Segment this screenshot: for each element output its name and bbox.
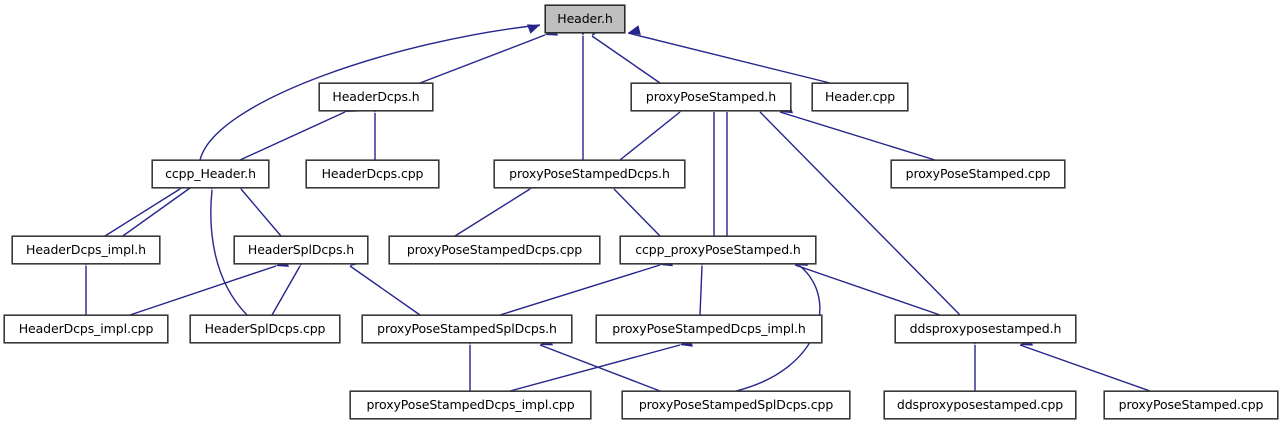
graph-edge <box>239 111 346 161</box>
graph-edge-arrowhead <box>527 24 540 34</box>
graph-node-label: Header.h <box>557 10 613 26</box>
graph-node-label: HeaderSplDcps.h <box>247 241 355 257</box>
graph-edge-arrowhead <box>628 25 641 35</box>
graph-edge <box>129 265 277 316</box>
graph-node-label: Header.cpp <box>824 88 896 104</box>
graph-edge <box>419 34 546 84</box>
graph-edge <box>499 264 661 316</box>
graph-edge <box>271 265 301 316</box>
graph-edge <box>199 24 541 161</box>
graph-node-headerdcps-impl-h[interactable]: HeaderDcps_impl.h <box>12 236 160 264</box>
graph-node-label: proxyPoseStampedDcps.h <box>509 165 670 181</box>
graph-edge <box>349 265 421 316</box>
graph-node-headerdcps-h[interactable]: HeaderDcps.h <box>319 83 433 111</box>
graph-edge <box>240 188 282 237</box>
graph-node-label: ccpp_Header.h <box>165 165 256 181</box>
graph-node-label: HeaderDcps_impl.cpp <box>18 320 154 336</box>
graph-node-label: proxyPoseStampedSplDcps.h <box>377 320 557 336</box>
graph-edge <box>210 189 248 316</box>
graph-edge <box>619 111 681 161</box>
graph-node-ddsproxyposestamped-h[interactable]: ddsproxyposestamped.h <box>895 315 1076 343</box>
graph-node-proxyposestampeddcps-cpp[interactable]: proxyPoseStampedDcps.cpp <box>389 236 600 264</box>
graph-node-header-h[interactable]: Header.h <box>545 5 625 33</box>
graph-node-proxyposestampedspldcps-h[interactable]: proxyPoseStampedSplDcps.h <box>362 315 572 343</box>
graph-node-headerdcps-impl-cpp[interactable]: HeaderDcps_impl.cpp <box>4 315 168 343</box>
graph-node-label: proxyPoseStampedSplDcps.cpp <box>638 396 834 412</box>
graph-edge <box>1019 344 1151 392</box>
graph-node-label: HeaderDcps_impl.h <box>26 241 146 257</box>
graph-node-proxyposestamped-cpp-top[interactable]: proxyPoseStamped.cpp <box>891 160 1065 188</box>
graph-node-headerspldcps-cpp[interactable]: HeaderSplDcps.cpp <box>190 315 340 343</box>
graph-node-label: ddsproxyposestamped.h <box>909 320 1062 336</box>
graph-node-label: HeaderDcps.cpp <box>321 165 424 181</box>
graph-node-ccpp-proxyposestamped-h[interactable]: ccpp_proxyPoseStamped.h <box>620 236 816 264</box>
graph-node-label: proxyPoseStamped.cpp <box>1118 396 1264 412</box>
graph-edge <box>454 188 531 237</box>
graph-edge <box>509 344 681 392</box>
graph-node-label: HeaderSplDcps.cpp <box>204 320 326 336</box>
graph-node-label: proxyPoseStampedDcps_impl.h <box>612 320 806 336</box>
graph-node-proxyposestamped-cpp-bottom[interactable]: proxyPoseStamped.cpp <box>1104 391 1278 419</box>
graph-node-label: proxyPoseStampedDcps_impl.cpp <box>366 396 575 412</box>
graph-edge <box>104 188 181 237</box>
graph-edge <box>759 111 961 316</box>
graph-edge <box>591 35 661 84</box>
graph-node-label: proxyPoseStamped.cpp <box>905 165 1051 181</box>
graph-node-proxyposestampeddcps-h[interactable]: proxyPoseStampedDcps.h <box>494 160 685 188</box>
graph-edge <box>613 188 661 237</box>
graph-node-proxyposestamped-h[interactable]: proxyPoseStamped.h <box>631 83 791 111</box>
graph-node-proxyposestampeddcps-impl-h[interactable]: proxyPoseStampedDcps_impl.h <box>596 315 822 343</box>
graph-edge <box>627 32 831 84</box>
graph-node-label: proxyPoseStampedDcps.cpp <box>406 241 583 257</box>
graph-node-ccpp-header-h[interactable]: ccpp_Header.h <box>152 160 269 188</box>
graph-node-proxyposestampeddcps-impl-cpp[interactable]: proxyPoseStampedDcps_impl.cpp <box>350 391 591 419</box>
graph-edge <box>699 265 703 316</box>
graph-node-label: HeaderDcps.h <box>332 88 420 104</box>
graph-node-label: ddsproxyposestamped.cpp <box>896 396 1064 412</box>
graph-node-headerspldcps-h[interactable]: HeaderSplDcps.h <box>234 236 368 264</box>
graph-node-ddsproxyposestamped-cpp[interactable]: ddsproxyposestamped.cpp <box>884 391 1076 419</box>
graph-node-label: proxyPoseStamped.h <box>645 88 777 104</box>
graph-edge <box>539 344 661 392</box>
graph-node-proxyposestampedspldcps-cpp[interactable]: proxyPoseStampedSplDcps.cpp <box>622 391 850 419</box>
graph-node-label: ccpp_proxyPoseStamped.h <box>635 241 801 257</box>
graph-edge <box>779 111 936 161</box>
graph-edge <box>794 264 941 316</box>
graph-node-headerdcps-cpp[interactable]: HeaderDcps.cpp <box>306 160 439 188</box>
graph-edge <box>119 187 191 239</box>
graph-node-header-cpp[interactable]: Header.cpp <box>812 83 908 111</box>
